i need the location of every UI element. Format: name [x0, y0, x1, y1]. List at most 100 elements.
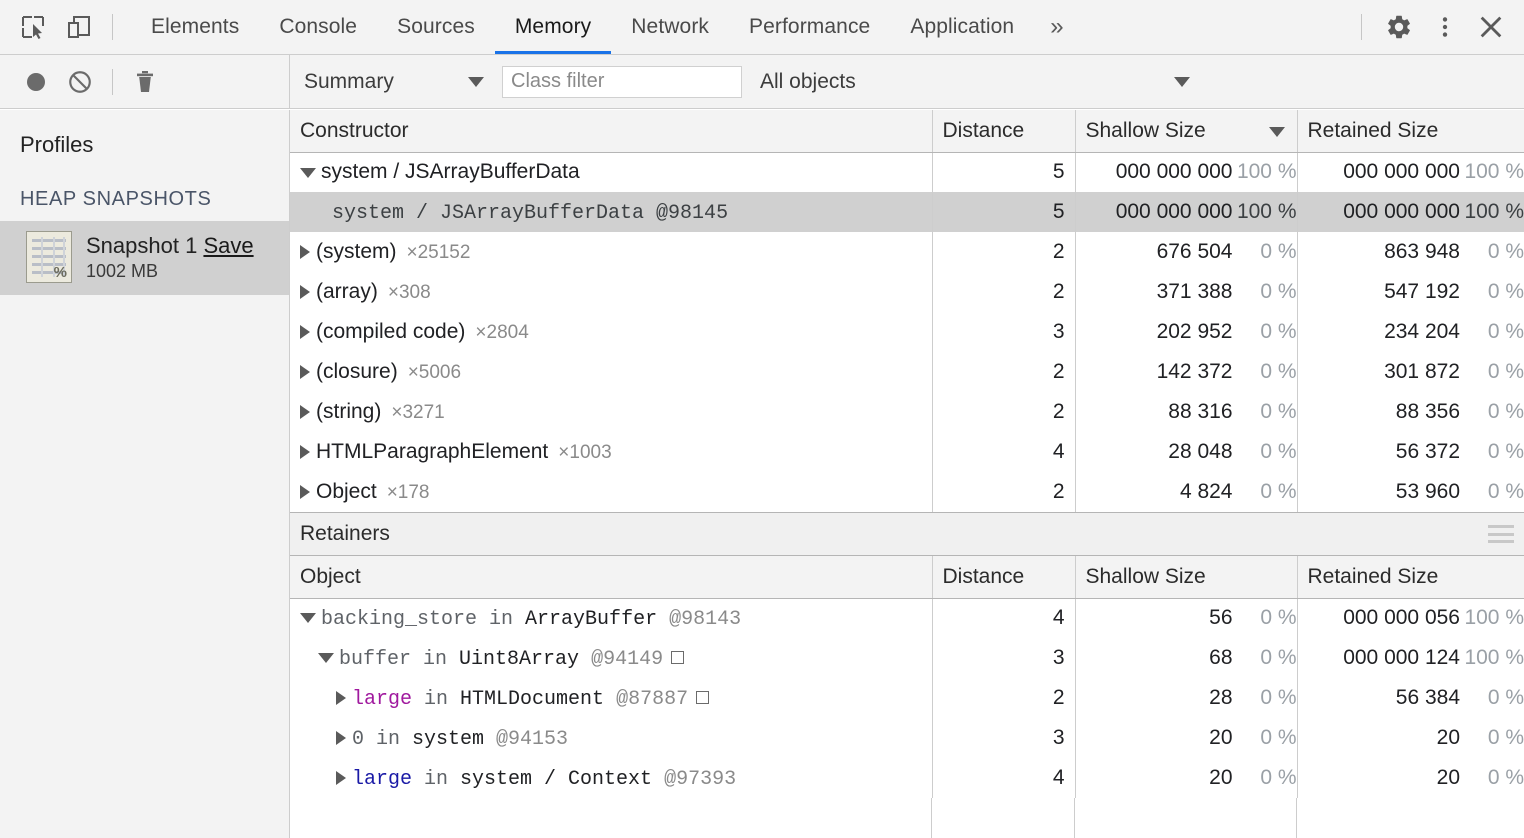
column-header-ret-shallow-size[interactable]: Shallow Size	[1075, 556, 1298, 599]
size-percent: 0 %	[1487, 360, 1524, 383]
record-circle-icon[interactable]	[14, 60, 58, 104]
retainers-header: Retainers	[290, 512, 1524, 556]
memory-toolbar-left	[0, 55, 290, 108]
column-header-object[interactable]: Object	[290, 556, 933, 599]
size-value: 88 356	[1395, 400, 1460, 423]
view-select[interactable]: Summary	[304, 65, 484, 99]
size-percent: 0 %	[1260, 360, 1297, 383]
gear-icon[interactable]	[1376, 4, 1422, 50]
tab-elements[interactable]: Elements	[131, 0, 259, 54]
size-percent: 0 %	[1487, 440, 1524, 463]
twisty-collapsed-icon[interactable]	[336, 770, 346, 785]
device-toolbar-icon[interactable]	[56, 4, 102, 50]
twisty-collapsed-icon[interactable]	[300, 485, 310, 500]
constructor-name: HTMLParagraphElement	[316, 440, 549, 463]
twisty-collapsed-icon[interactable]	[300, 365, 310, 380]
summary-grid-wrapper: Constructor Distance Shallow Size Retain…	[290, 110, 1524, 512]
objects-select-label: All objects	[760, 69, 856, 93]
twisty-expanded-icon[interactable]	[300, 613, 316, 624]
no-entry-icon[interactable]	[58, 60, 102, 104]
tab-network[interactable]: Network	[611, 0, 729, 54]
more-vertical-icon[interactable]	[1422, 4, 1468, 50]
tab-sources[interactable]: Sources	[377, 0, 495, 54]
retainer-id: @87887	[616, 687, 689, 711]
twisty-collapsed-icon[interactable]	[300, 445, 310, 460]
size-value: 20	[1436, 766, 1460, 789]
objects-select[interactable]: All objects	[760, 65, 1190, 99]
column-header-shallow-size[interactable]: Shallow Size	[1075, 110, 1298, 153]
tab-application[interactable]: Application	[890, 0, 1034, 54]
size-percent: 100 %	[1236, 160, 1297, 184]
tab-memory[interactable]: Memory	[494, 0, 612, 54]
sidebar-section-heap-snapshots: HEAP SNAPSHOTS	[20, 188, 212, 210]
cell-constructor: system / JSArrayBufferData	[290, 152, 933, 192]
size-percent: 0 %	[1260, 480, 1297, 503]
cell-ret-distance: 2	[932, 678, 1076, 718]
tab-label: Application	[910, 15, 1015, 38]
summary-grid-header: Constructor Distance Shallow Size Retain…	[290, 110, 1524, 153]
column-header-ret-distance[interactable]: Distance	[932, 556, 1076, 599]
size-value: 000 000 000	[1115, 160, 1233, 184]
size-percent: 0 %	[1260, 726, 1297, 749]
retainer-in-keyword: in	[477, 607, 526, 631]
size-percent: 0 %	[1260, 320, 1297, 343]
size-value: 676 504	[1156, 240, 1233, 263]
cell-distance: 5	[932, 192, 1076, 232]
column-header-ret-retained-size[interactable]: Retained Size	[1297, 556, 1524, 599]
retainer-in-keyword: in	[364, 727, 413, 751]
cell-object: 0 in system @94153	[290, 718, 933, 758]
twisty-expanded-icon[interactable]	[318, 652, 334, 663]
column-header-shallow-size-label: Shallow Size	[1085, 118, 1206, 142]
sidebar-item-snapshot-1[interactable]: % Snapshot 1 Save 1002 MB	[0, 221, 289, 295]
tab-performance[interactable]: Performance	[729, 0, 890, 54]
hamburger-icon[interactable]	[1488, 525, 1514, 543]
twisty-collapsed-icon[interactable]	[300, 405, 310, 420]
column-header-retained-size[interactable]: Retained Size	[1297, 110, 1524, 153]
close-icon[interactable]	[1468, 4, 1514, 50]
class-filter-input[interactable]: Class filter	[502, 65, 742, 98]
size-value: 000 000 000	[1343, 200, 1460, 223]
tab-console[interactable]: Console	[259, 0, 377, 54]
snapshot-save-link[interactable]: Save	[203, 232, 254, 258]
column-header-distance[interactable]: Distance	[932, 110, 1076, 153]
column-header-constructor[interactable]: Constructor	[290, 110, 933, 153]
cell-object: backing_store in ArrayBuffer @98143	[290, 598, 933, 638]
more-tabs-button[interactable]: »	[1034, 0, 1079, 54]
retainer-in-keyword: in	[412, 687, 461, 711]
twisty-collapsed-icon[interactable]	[300, 245, 310, 260]
size-percent: 0 %	[1260, 766, 1297, 789]
twisty-collapsed-icon[interactable]	[336, 730, 346, 745]
constructor-name: (array)	[316, 280, 378, 303]
constructor-name: system / JSArrayBufferData @98145	[332, 201, 729, 225]
twisty-collapsed-icon[interactable]	[300, 325, 310, 340]
memory-toolbar: Summary Class filter All objects	[0, 55, 1524, 109]
tab-label: Memory	[514, 15, 592, 38]
twisty-collapsed-icon[interactable]	[300, 285, 310, 300]
inspect-element-icon[interactable]	[10, 4, 56, 50]
table-row[interactable]: system / JSArrayBufferData @98145 5 000 00…	[290, 192, 1524, 232]
twisty-expanded-icon[interactable]	[300, 167, 316, 178]
twisty-collapsed-icon[interactable]	[336, 690, 346, 705]
trash-icon[interactable]	[123, 60, 167, 104]
